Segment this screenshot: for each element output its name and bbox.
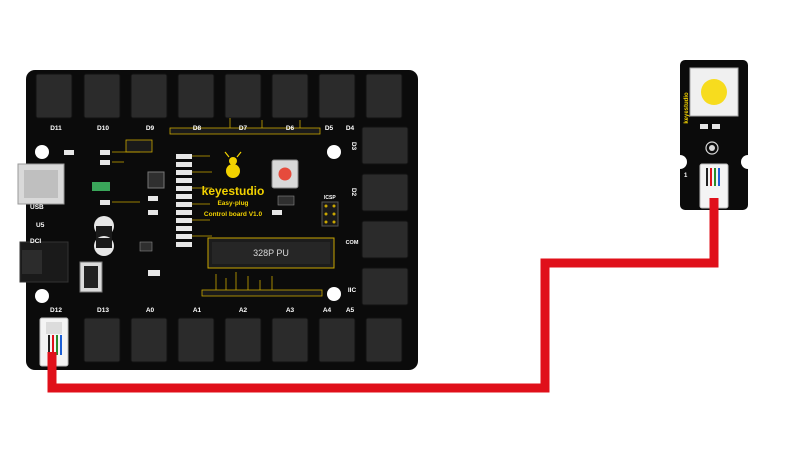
smd-parts (64, 150, 295, 276)
model-label: Control board V1.0 (204, 211, 263, 218)
port-pad-a4 (318, 317, 356, 363)
port-label-iic: IIC (348, 287, 357, 294)
module-brand-label: keyestudio (684, 92, 690, 124)
pin-header-small (125, 139, 153, 153)
mount-hole (35, 289, 49, 303)
port-pad-d2 (361, 173, 409, 212)
rj-latch (46, 322, 62, 334)
reset-button-cap (278, 167, 292, 181)
port-pad-iic (361, 267, 409, 306)
mount-hole (327, 145, 341, 159)
right-port-pads (361, 126, 409, 306)
port-label-d6: D6 (286, 125, 295, 132)
keyestudio-logo-icon (224, 151, 242, 178)
bottom-port-pads (83, 317, 403, 363)
port-label-a2: A2 (239, 307, 248, 314)
dci-label: DCI (30, 238, 41, 245)
icsp-label: ICSP (324, 195, 336, 201)
port-pad-a5 (365, 317, 403, 363)
port-pad-a0 (130, 317, 168, 363)
control-board: keyestudio Easy-plug Control board V1.0 … (17, 70, 418, 370)
port-label-a1: A1 (193, 307, 202, 314)
port-label-d8: D8 (193, 125, 202, 132)
port-pad-d13 (83, 317, 121, 363)
port-pad-a3 (271, 317, 309, 363)
pin-header-bottom (201, 289, 323, 297)
port-pad-d7 (224, 73, 262, 119)
chip-label: 328P PU (253, 248, 289, 258)
resistor-array (176, 154, 192, 247)
module-resistor (712, 124, 720, 129)
brand-label: keyestudio (202, 184, 265, 198)
module-notch (741, 155, 755, 169)
capacitor-band (96, 226, 112, 238)
icsp-header (321, 201, 339, 227)
port-pad-d9 (130, 73, 168, 119)
capacitor-band (96, 238, 112, 248)
pin-header-top (169, 127, 321, 135)
mount-hole (327, 287, 341, 301)
port-label-d5: D5 (325, 125, 334, 132)
port-label-d4: D4 (346, 125, 355, 132)
module-notch (673, 155, 687, 169)
main-chip-body (212, 242, 330, 264)
push-button-cap (701, 79, 727, 105)
module-pin-label: 1 (684, 173, 688, 179)
port-pad-a2 (224, 317, 262, 363)
u5-label: U5 (36, 222, 45, 229)
port-label-com: COM (346, 240, 359, 246)
d12-connector (39, 317, 69, 367)
port-pad-d4 (365, 73, 403, 119)
port-pad-a1 (177, 317, 215, 363)
pcb-traces (112, 118, 301, 290)
module-resistor (700, 124, 708, 129)
port-label-d3: D3 (350, 142, 357, 151)
voltage-regulator-body (84, 266, 98, 288)
connection-cable (47, 198, 719, 393)
port-pad-d11 (35, 73, 73, 119)
module-mount-hole-inner (709, 145, 715, 151)
port-label-d10: D10 (97, 125, 109, 132)
port-pad-d3 (361, 126, 409, 165)
button-module: keyestudio 1 (673, 60, 755, 210)
port-pad-com (361, 220, 409, 259)
port-label-d13: D13 (97, 307, 109, 314)
subtitle-label: Easy-plug (217, 200, 248, 207)
port-label-a4: A4 (323, 307, 332, 314)
small-chip (147, 171, 165, 189)
port-pad-d5 (318, 73, 356, 119)
port-label-d7: D7 (239, 125, 248, 132)
port-label-d2: D2 (350, 188, 357, 197)
port-pad-d10 (83, 73, 121, 119)
module-mount-hole (705, 141, 719, 155)
port-label-d12: D12 (50, 307, 62, 314)
port-label-a5: A5 (346, 307, 355, 314)
port-pad-d6 (271, 73, 309, 119)
dc-jack-body (22, 250, 42, 274)
port-label-d9: D9 (146, 125, 155, 132)
port-label-a3: A3 (286, 307, 295, 314)
usb-label: USB (30, 204, 44, 211)
port-label-a0: A0 (146, 307, 155, 314)
port-pad-d8 (177, 73, 215, 119)
mount-hole (35, 145, 49, 159)
green-component (92, 182, 110, 191)
usb-connector-inner (24, 170, 58, 198)
top-port-pads (35, 73, 403, 119)
port-label-d11: D11 (50, 125, 62, 132)
